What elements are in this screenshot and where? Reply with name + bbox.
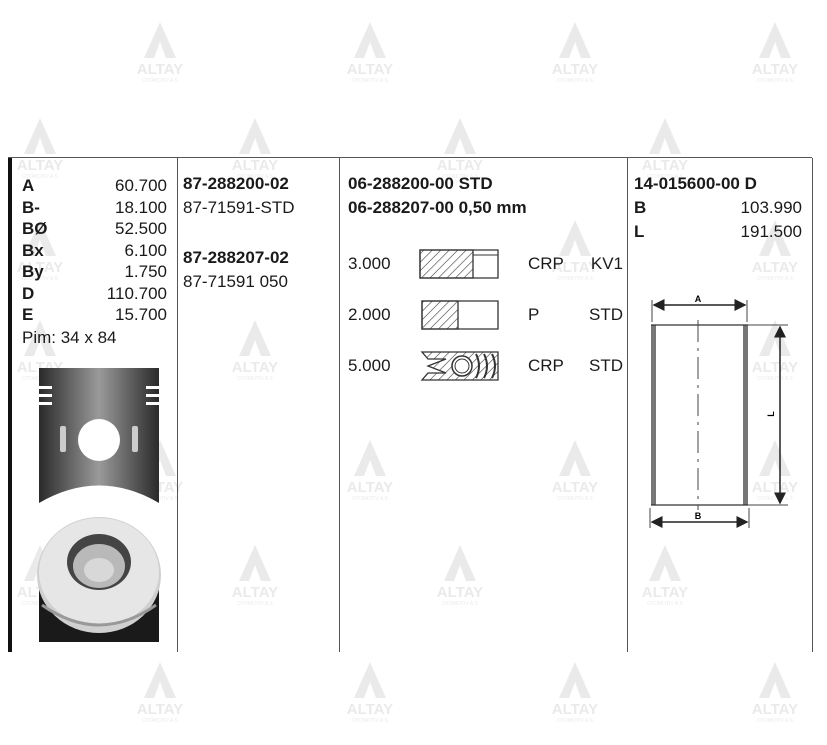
compression-ring-icon <box>419 249 499 279</box>
svg-text:B: B <box>695 511 702 521</box>
svg-text:OTOMOTIV A.S: OTOMOTIV A.S <box>757 718 793 724</box>
svg-text:OTOMOTIV A.S: OTOMOTIV A.S <box>557 718 593 724</box>
liner-code: 14-015600-00 D <box>634 174 757 193</box>
ring-row: 5.000 CRP STD <box>348 346 623 386</box>
svg-text:A: A <box>695 294 702 304</box>
ring-set-std: 06-288200-00 STD <box>348 174 493 193</box>
svg-text:ALTAY: ALTAY <box>552 61 598 78</box>
rings-column: 06-288200-00 STD 06-288207-00 0,50 mm 3.… <box>340 158 628 652</box>
piston-ref: 87-71591 050 <box>183 272 288 291</box>
svg-text:OTOMOTIV A.S: OTOMOTIV A.S <box>352 78 388 84</box>
svg-text:ALTAY: ALTAY <box>752 61 798 78</box>
liner-diagram: A L B <box>649 294 788 528</box>
svg-text:ALTAY: ALTAY <box>137 701 183 718</box>
svg-text:OTOMOTIV A.S: OTOMOTIV A.S <box>757 78 793 84</box>
ring-row: 2.000 P STD <box>348 295 623 335</box>
piston-code: 87-288207-02 <box>183 248 289 267</box>
svg-text:L: L <box>766 411 776 417</box>
svg-text:ALTAY: ALTAY <box>347 701 393 718</box>
spec-row: B-18.100 <box>22 197 167 217</box>
svg-text:OTOMOTIV A.S: OTOMOTIV A.S <box>557 78 593 84</box>
piston-codes-column: 87-288200-02 87-71591-STD 87-288207-02 8… <box>177 158 340 652</box>
piston-ref: 87-71591-STD <box>183 198 295 217</box>
svg-text:ALTAY: ALTAY <box>137 61 183 78</box>
svg-text:OTOMOTIV A.S: OTOMOTIV A.S <box>142 78 178 84</box>
svg-text:OTOMOTIV A.S: OTOMOTIV A.S <box>352 718 388 724</box>
svg-text:ALTAY: ALTAY <box>752 701 798 718</box>
ring-row: 3.000 CRP KV1 <box>348 244 623 284</box>
svg-text:ALTAY: ALTAY <box>347 61 393 78</box>
plain-ring-icon <box>421 300 499 330</box>
piston-top-image <box>37 517 161 642</box>
pin-size: Pim: 34 x 84 <box>22 327 117 347</box>
oil-ring-icon <box>420 351 499 381</box>
svg-text:OTOMOTIV A.S: OTOMOTIV A.S <box>142 718 178 724</box>
ring-set-050: 06-288207-00 0,50 mm <box>348 198 527 217</box>
piston-side-image <box>34 368 164 503</box>
piston-code: 87-288200-02 <box>183 174 289 193</box>
svg-text:ALTAY: ALTAY <box>552 701 598 718</box>
